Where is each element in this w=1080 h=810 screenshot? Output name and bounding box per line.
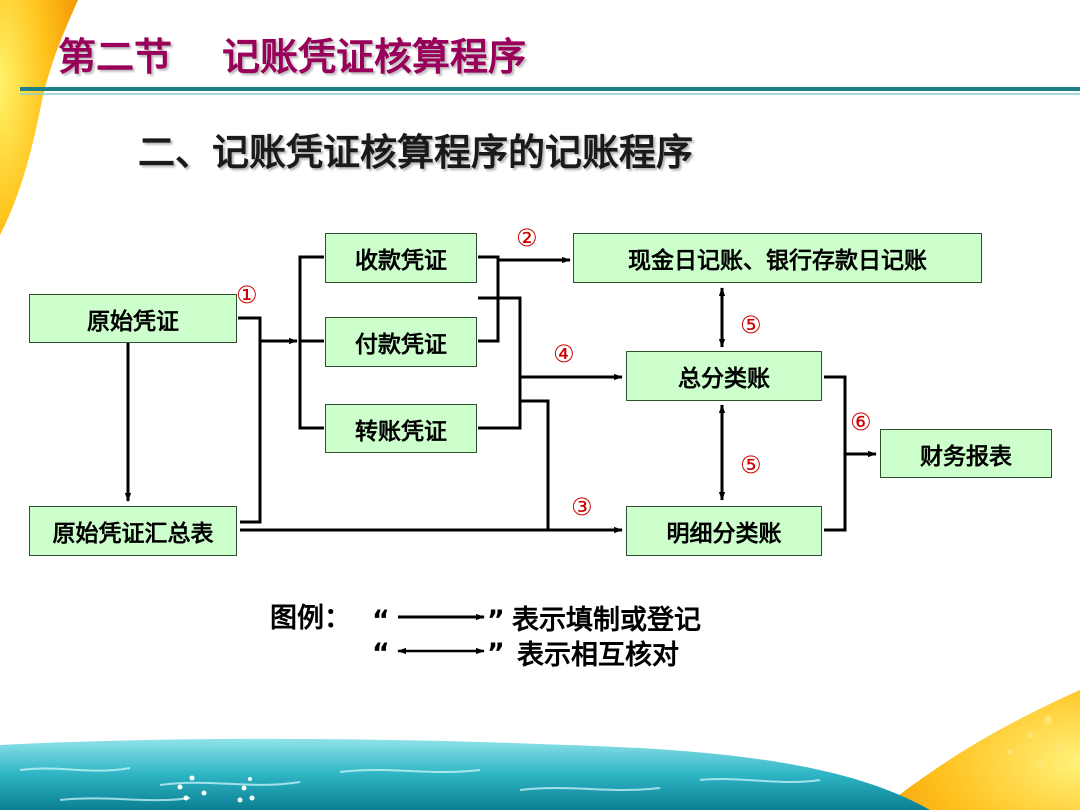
box-subsidiary-ledger: 明细分类账 [626,506,822,556]
step-label-1: ① [236,281,258,309]
step-label-5-lower: ⑤ [740,451,762,479]
legend-close-quote-1: ” [487,605,505,636]
subtitle: 二、记账凭证核算程序的记账程序 [138,131,693,174]
step-label-6: ⑥ [850,408,872,436]
section-title: 记账凭证核算程序 [222,35,527,79]
left-sun-swoosh [0,0,78,235]
box-transfer-voucher: 转账凭证 [325,404,477,453]
bracket-source-vouchers [238,316,262,524]
step-label-2: ② [516,224,538,252]
box-journals: 现金日记账、银行存款日记账 [573,233,982,283]
bracket-ledgers [824,375,847,532]
sparkle-dots [177,775,255,803]
connector-transfer-to-subsidiary [520,399,550,530]
step-label-3: ③ [571,493,593,521]
bubble-dots [1007,716,1064,768]
bottom-right-sun-swoosh [880,690,1080,810]
legend-double-arrow-meaning: 表示相互核对 [517,640,679,671]
legend-single-arrow-meaning: 表示填制或登记 [512,605,701,636]
legend-open-quote-2: “ [372,638,390,669]
bottom-water-band [0,738,930,810]
step-label-4: ④ [553,340,575,368]
box-receipt-voucher: 收款凭证 [325,233,477,283]
step-label-5-upper: ⑤ [740,311,762,339]
legend-close-quote-2: ” [487,638,505,669]
box-general-ledger: 总分类账 [626,351,822,401]
slide-title: 第二节 记账凭证核算程序 [58,26,526,81]
water-ripples [19,767,821,802]
box-original-voucher-summary: 原始凭证汇总表 [29,506,237,556]
box-payment-voucher: 付款凭证 [325,317,477,367]
box-original-voucher: 原始凭证 [29,294,237,343]
box-financial-statements: 财务报表 [880,429,1052,478]
section-number: 第二节 [58,35,173,79]
legend-open-quote-1: “ [372,605,390,636]
legend-label: 图例： [270,603,351,634]
bracket-all-vouchers [478,296,522,430]
